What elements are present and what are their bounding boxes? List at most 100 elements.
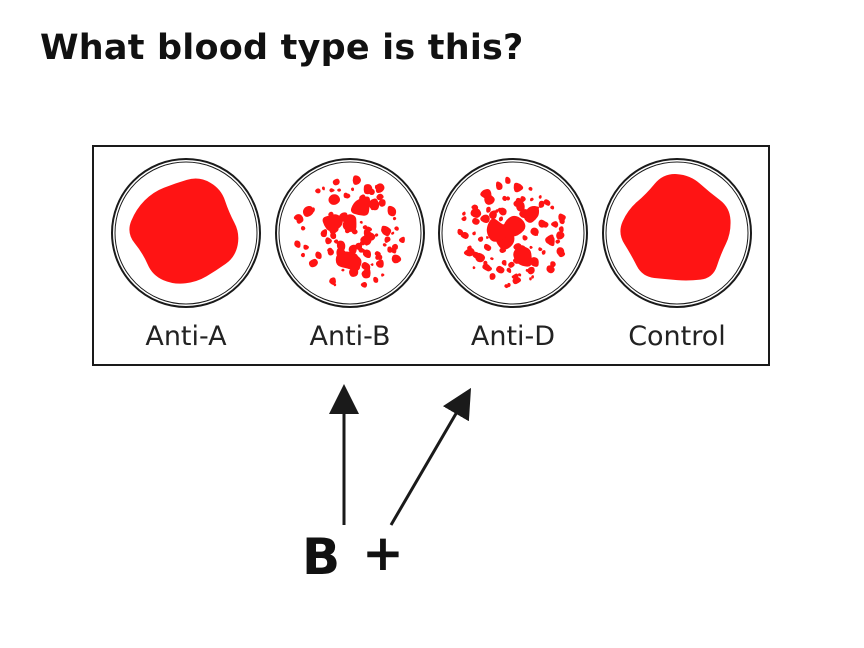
clump	[375, 183, 385, 193]
clump	[360, 235, 372, 246]
clump	[483, 243, 492, 252]
well-inner-ring	[114, 161, 258, 305]
clump	[486, 206, 491, 213]
clump	[477, 236, 484, 242]
clump	[475, 252, 486, 263]
clump	[490, 257, 494, 261]
clump	[515, 197, 523, 206]
clump	[523, 205, 540, 223]
arrow-to-anti-d	[389, 387, 472, 526]
clump	[462, 211, 466, 216]
clump	[550, 205, 555, 210]
clump	[327, 248, 334, 256]
well-label: Anti-A	[145, 321, 227, 352]
well-anti-a: Anti-A	[111, 158, 261, 352]
clump	[315, 251, 322, 259]
clump	[489, 273, 496, 280]
clump	[300, 225, 306, 231]
clump	[321, 186, 325, 191]
clump	[348, 244, 357, 254]
clump	[337, 188, 342, 192]
clump	[394, 226, 399, 231]
clump	[300, 252, 305, 258]
clump	[329, 188, 335, 193]
clump	[382, 243, 387, 247]
clump	[550, 261, 556, 268]
clump	[329, 277, 336, 286]
clump	[381, 225, 391, 237]
well-control: Control	[602, 158, 752, 352]
clump	[352, 175, 361, 185]
clump	[315, 188, 321, 194]
clump	[496, 265, 505, 274]
clump	[486, 235, 489, 239]
clump	[508, 261, 515, 268]
clump	[332, 178, 340, 186]
clump	[538, 247, 543, 252]
well-inner-ring	[441, 161, 585, 305]
answer-rh: +	[362, 524, 404, 582]
clump	[546, 236, 555, 247]
clump	[551, 221, 559, 228]
clump	[363, 229, 372, 238]
clump	[541, 221, 549, 228]
clump	[558, 250, 566, 258]
clump	[558, 226, 564, 233]
clump	[531, 275, 534, 279]
clump	[330, 232, 337, 240]
clump	[362, 249, 372, 259]
well-inner-ring	[278, 161, 422, 305]
clump	[543, 199, 551, 206]
clump	[391, 243, 399, 251]
clump	[370, 263, 374, 266]
clump	[513, 182, 524, 193]
clump	[303, 244, 307, 248]
clump	[463, 248, 475, 257]
clump	[369, 199, 380, 211]
clump	[333, 283, 337, 287]
smooth-blood-blob	[620, 174, 731, 281]
clump	[325, 237, 332, 245]
clump	[375, 259, 384, 268]
clump	[343, 252, 359, 268]
clump	[529, 245, 533, 249]
clump	[480, 214, 490, 224]
clump	[361, 268, 371, 279]
clump	[529, 277, 532, 281]
clump	[538, 195, 542, 199]
clump	[527, 266, 535, 275]
clump	[511, 273, 519, 280]
clump	[532, 231, 538, 236]
well-anti-d: Anti-D	[438, 158, 588, 352]
clump	[505, 196, 511, 201]
answer-group: B	[302, 528, 340, 586]
clump	[350, 196, 371, 216]
clump	[391, 231, 395, 235]
clump	[374, 233, 379, 237]
blood-sample	[129, 178, 239, 284]
clump	[398, 236, 405, 244]
clump	[320, 229, 328, 238]
clump	[342, 214, 357, 232]
clump	[472, 217, 480, 225]
clump	[341, 268, 345, 272]
clump	[489, 210, 497, 220]
well-anti-b: Anti-B	[275, 158, 425, 352]
clump	[495, 181, 503, 191]
clump	[362, 225, 368, 230]
clump	[555, 239, 561, 244]
clump	[506, 267, 512, 274]
clump	[556, 231, 565, 240]
clump	[470, 208, 482, 218]
well-label: Anti-D	[471, 321, 555, 352]
clump	[322, 214, 343, 232]
blood-sample	[457, 176, 566, 289]
clump	[345, 193, 351, 199]
well-label: Anti-B	[310, 321, 391, 352]
blood-sample	[620, 174, 731, 281]
smooth-blood-blob	[129, 178, 239, 284]
clump	[387, 205, 397, 217]
clump	[530, 197, 534, 202]
clump	[501, 259, 507, 266]
